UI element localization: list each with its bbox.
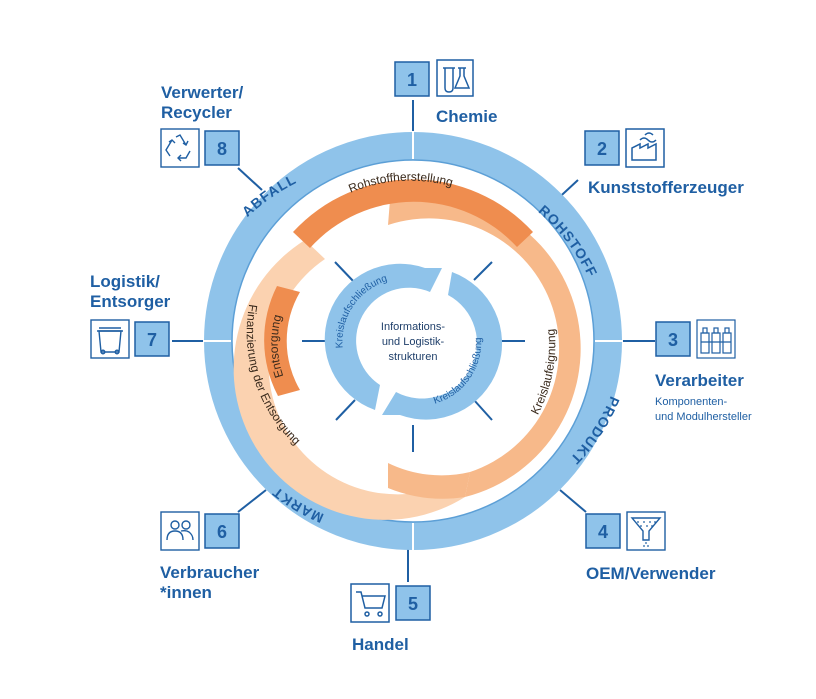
factory-icon	[625, 128, 665, 168]
number-4: 4	[598, 522, 608, 542]
waste-bin-icon	[90, 319, 130, 359]
actor-3-label: Verarbeiter	[655, 371, 744, 390]
number-5: 5	[408, 594, 418, 614]
actor-3-sublabel-2: und Modulhersteller	[655, 411, 752, 423]
number-8: 8	[217, 139, 227, 159]
inner-spokes	[302, 261, 525, 452]
actor-5-handel: 5 Handel	[350, 583, 431, 654]
number-box-1	[394, 61, 430, 97]
actor-4-oem: 4 OEM/Verwender	[585, 511, 716, 583]
number-box-8	[204, 130, 240, 166]
number-1: 1	[407, 70, 417, 90]
number-box-6	[204, 513, 240, 549]
arc-disposal	[264, 286, 300, 396]
number-box-5	[395, 585, 431, 621]
outer-ring-inner-edge	[231, 159, 595, 523]
number-2: 2	[597, 139, 607, 159]
actor-7-label-2: Entsorger	[90, 292, 171, 311]
arc-disposal-label: Entsorgung	[267, 313, 287, 379]
actor-3-sublabel-1: Komponenten-	[655, 396, 727, 408]
actor-8-verwerter: Verwerter/ Recycler 8	[160, 83, 243, 168]
actor-6-label-2: *innen	[160, 583, 212, 602]
recycle-icon	[160, 128, 200, 168]
actor-7-label-1: Logistik/	[90, 272, 160, 291]
spoke-4	[559, 489, 587, 513]
inner-arrow-top	[324, 263, 442, 410]
number-box-2	[584, 130, 620, 166]
funnel-icon	[626, 511, 666, 551]
actor-2-label: Kunststofferzeuger	[588, 178, 744, 197]
number-7: 7	[147, 330, 157, 350]
actor-8-label-2: Recycler	[161, 103, 232, 122]
arc-raw-material	[293, 179, 533, 248]
center-line-1: Informations-	[381, 321, 446, 333]
inner-arrow-bottom	[382, 272, 503, 420]
bottles-icon	[696, 319, 736, 359]
outer-ring-dividers	[203, 131, 623, 551]
actor-1-label: Chemie	[436, 107, 497, 126]
flask-icon	[436, 59, 474, 97]
center-line-2: und Logistik-	[382, 336, 445, 348]
spoke-8	[237, 167, 263, 191]
actor-7-logistik: Logistik/ Entsorger 7	[90, 272, 171, 359]
actor-6-label-1: Verbraucher	[160, 563, 260, 582]
arc-disposal-financing	[233, 240, 470, 520]
actor-4-label: OEM/Verwender	[586, 564, 716, 583]
actor-6-verbraucher: 6 Verbraucher *innen	[160, 511, 260, 602]
number-3: 3	[668, 330, 678, 350]
number-6: 6	[217, 522, 227, 542]
people-icon	[160, 511, 200, 551]
actor-2-kunststofferzeuger: 2 Kunststofferzeuger	[584, 128, 744, 197]
center-line-3: strukturen	[389, 351, 438, 363]
actor-8-label-1: Verwerter/	[161, 83, 243, 102]
arc-cycle-suitability-bottom	[388, 463, 470, 499]
spoke-6	[237, 489, 267, 513]
number-box-7	[134, 321, 170, 357]
actor-3-verarbeiter: 3 Verarbeiter Komponenten- und Modulhers…	[655, 319, 752, 423]
actor-5-label: Handel	[352, 635, 409, 654]
actor-1-chemie: 1 Chemie	[394, 59, 497, 126]
number-box-3	[655, 321, 691, 357]
shopping-cart-icon	[350, 583, 390, 623]
number-box-4	[585, 513, 621, 549]
